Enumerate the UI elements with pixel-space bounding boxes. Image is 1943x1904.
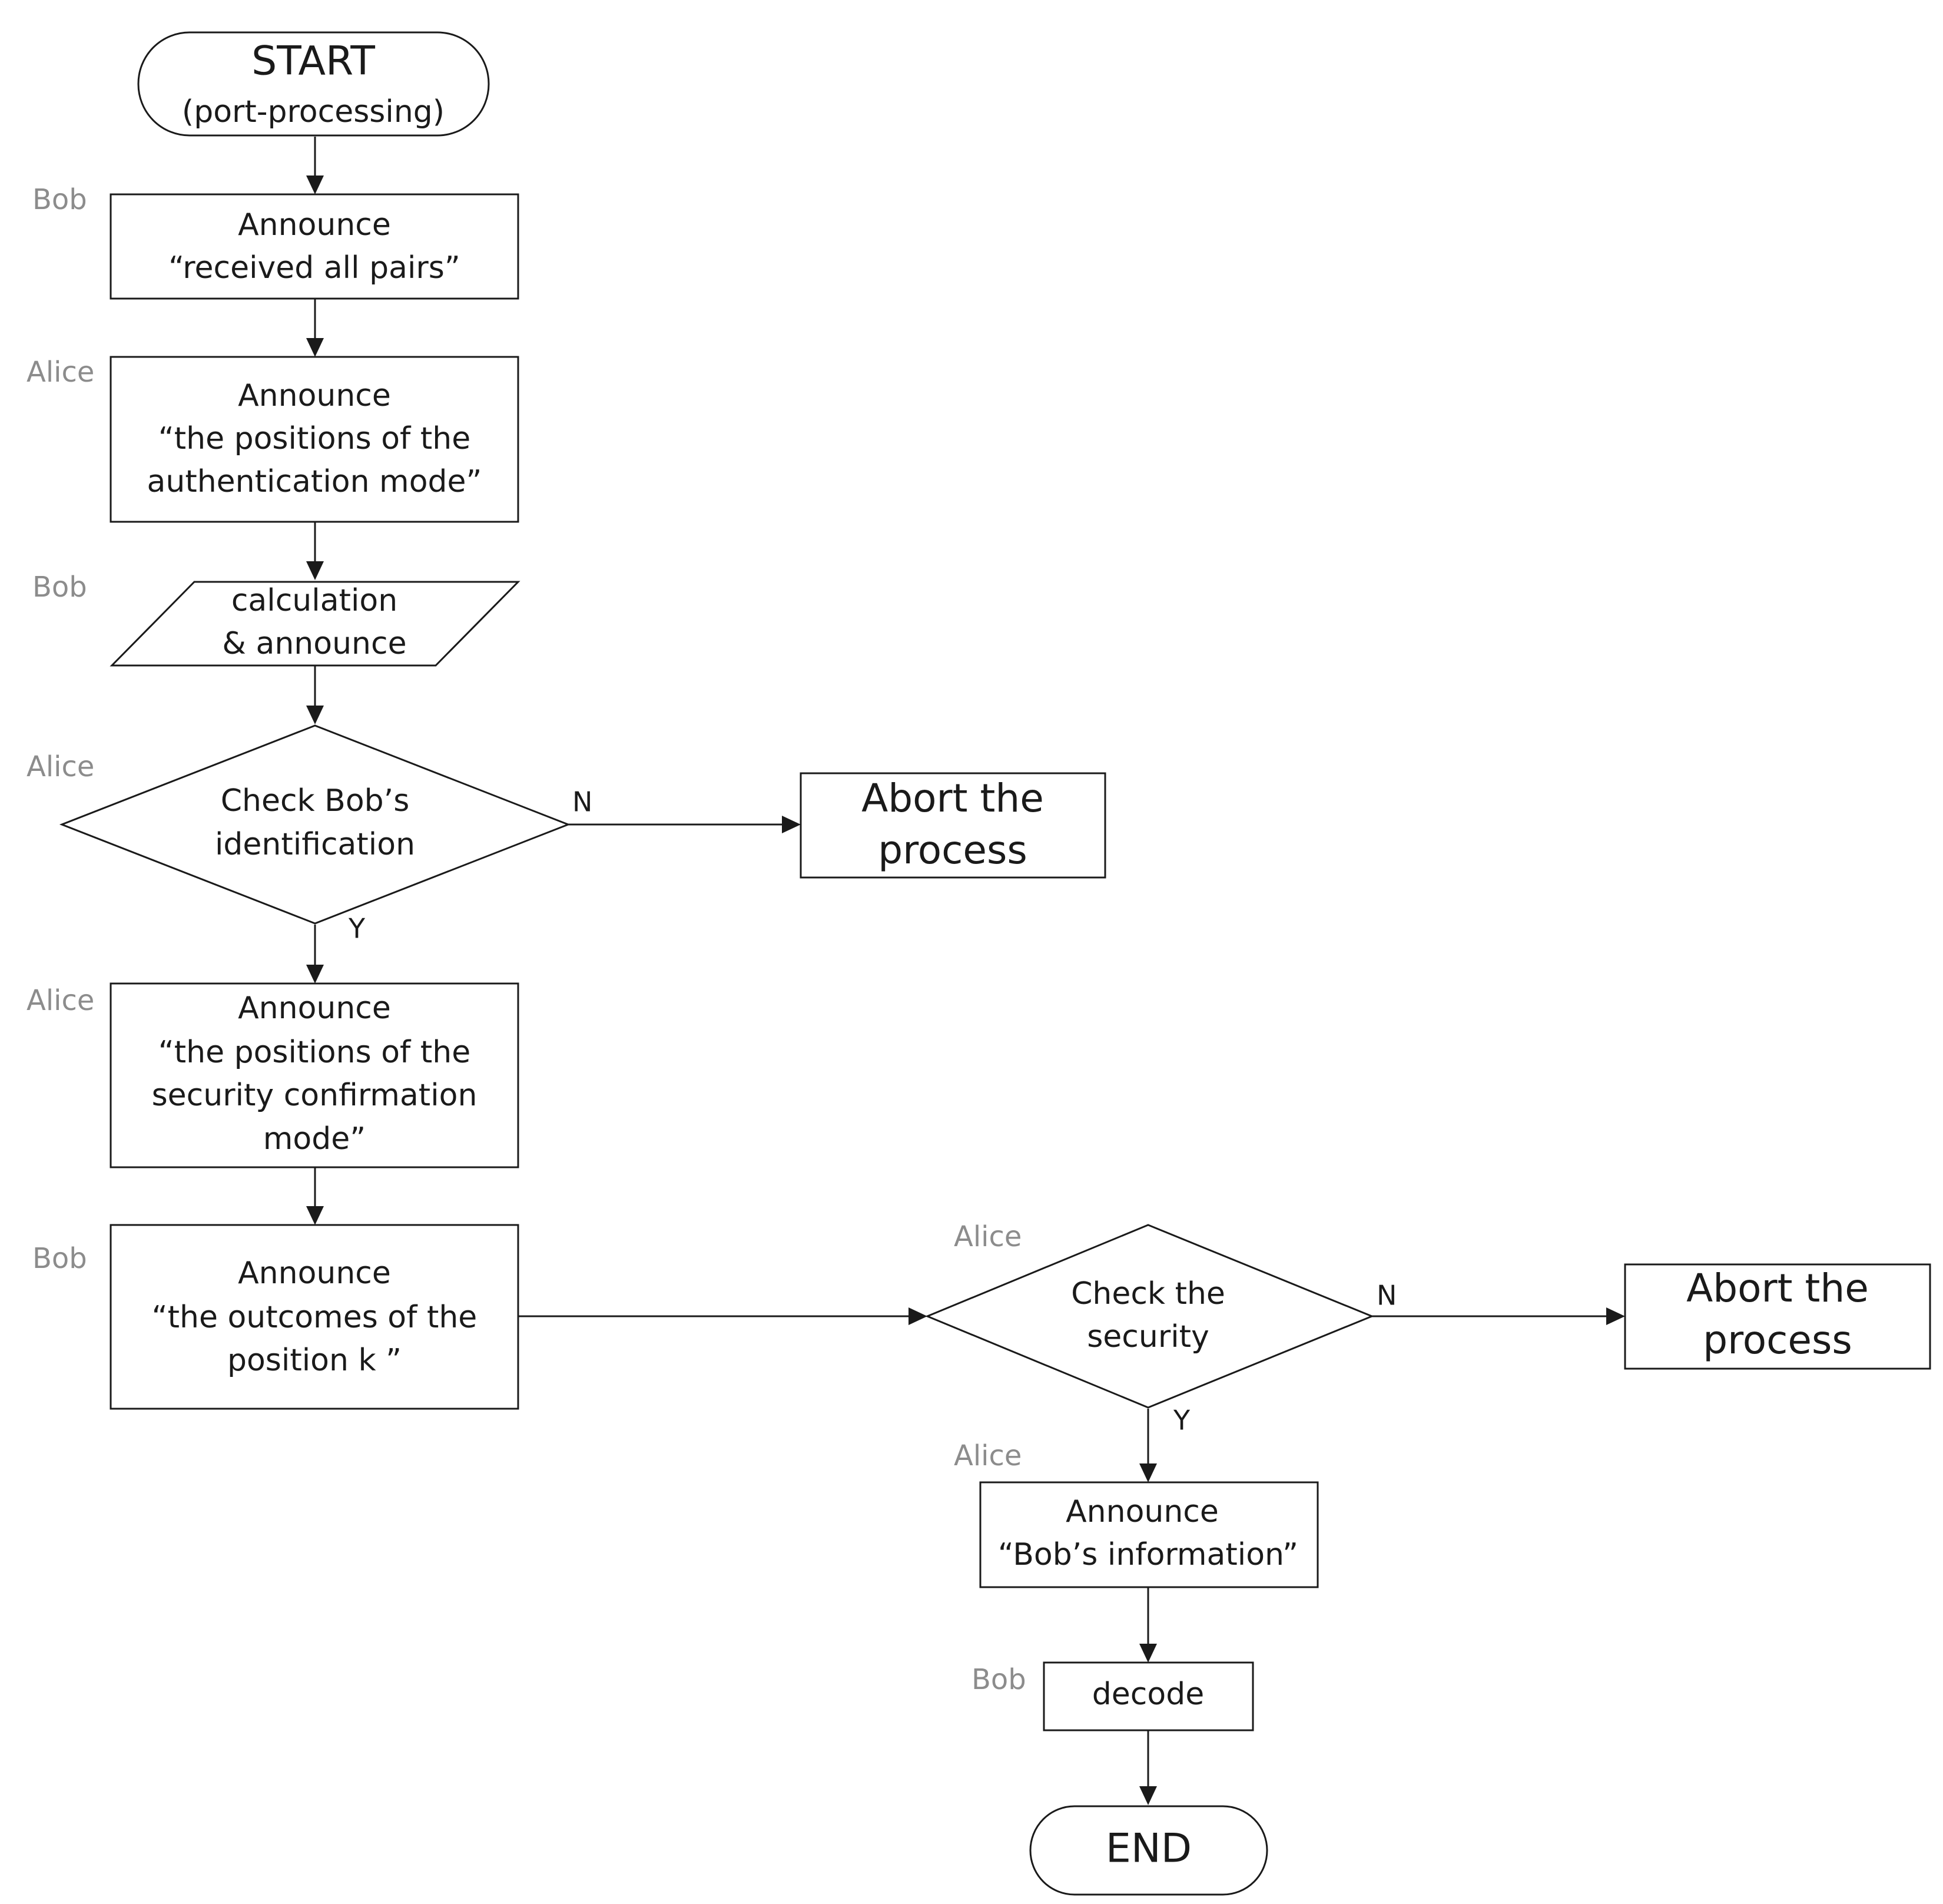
box-line: calculation (231, 583, 397, 618)
end-terminal: END (1029, 1805, 1268, 1896)
check-security-decision: Check the security (925, 1224, 1374, 1409)
box-line: “the positions of the (158, 1035, 470, 1070)
box-line: Announce (238, 207, 391, 243)
box-line: Announce (238, 378, 391, 413)
arrow-security-yes (1139, 1409, 1157, 1482)
box-line: process (878, 827, 1027, 873)
box-line: mode” (263, 1121, 366, 1157)
actor-label-bob: Bob (32, 183, 87, 216)
box-line: security confirmation (152, 1078, 478, 1113)
box-line: Abort the (1686, 1266, 1869, 1311)
start-terminal: START (port-processing) (137, 31, 490, 137)
arrow-information-to-decode (1139, 1588, 1157, 1663)
box-line: “received all pairs” (168, 250, 460, 286)
branch-yes-label: Y (348, 913, 366, 945)
arrow-received-to-auth (306, 299, 324, 357)
arrow-outcomes-to-security-check (518, 1307, 927, 1325)
box-line: “the outcomes of the (152, 1300, 478, 1335)
arrow-decode-to-end (1139, 1731, 1157, 1805)
box-line: Announce (238, 991, 391, 1026)
box-line: authentication mode” (147, 464, 482, 499)
arrow-security-no (1372, 1307, 1625, 1325)
announce-received-pairs-box: Announce “received all pairs” (110, 193, 519, 300)
announce-auth-positions-box: Announce “the positions of the authentic… (110, 356, 519, 523)
abort-process-box: Abort the process (800, 772, 1106, 879)
start-sublabel: (port-processing) (182, 94, 445, 130)
box-line: Announce (238, 1256, 391, 1291)
announce-outcomes-box: Announce “the outcomes of the position k… (110, 1224, 519, 1410)
arrow-calculation-to-identification (306, 666, 324, 724)
actor-label-bob: Bob (971, 1663, 1026, 1696)
decision-line: identification (215, 827, 415, 862)
box-line: “Bob’s information” (998, 1537, 1298, 1572)
actor-label-alice: Alice (954, 1220, 1022, 1253)
actor-label-alice: Alice (26, 750, 94, 783)
decision-line: Check Bob’s (221, 783, 410, 819)
arrow-start-to-received (306, 137, 324, 194)
check-identification-decision: Check Bob’s identification (59, 724, 571, 925)
arrow-identification-no (568, 816, 801, 833)
actor-label-alice: Alice (954, 1439, 1022, 1472)
arrow-security-to-outcomes (306, 1168, 324, 1225)
announce-bob-information-box: Announce “Bob’s information” (979, 1481, 1319, 1588)
arrow-identification-yes (306, 925, 324, 984)
actor-label-alice: Alice (26, 356, 94, 389)
actor-label-bob: Bob (32, 1242, 87, 1275)
branch-yes-label: Y (1173, 1405, 1191, 1436)
announce-security-positions-box: Announce “the positions of the security … (110, 982, 519, 1168)
start-label: START (251, 38, 375, 85)
actor-label-alice: Alice (26, 984, 94, 1017)
branch-no-label: N (572, 786, 592, 818)
box-line: process (1703, 1317, 1852, 1363)
arrow-auth-to-calculation (306, 522, 324, 580)
branch-no-label: N (1377, 1280, 1397, 1312)
end-label: END (1106, 1826, 1192, 1872)
actor-label-bob: Bob (32, 571, 87, 604)
box-line: decode (1092, 1677, 1204, 1712)
calculation-announce-parallelogram: calculation & announce (110, 581, 520, 667)
decision-line: Check the (1071, 1276, 1225, 1312)
box-line: & announce (222, 626, 406, 661)
box-line: position k ” (227, 1343, 402, 1378)
decision-line: security (1087, 1319, 1209, 1355)
box-line: “the positions of the (158, 421, 470, 456)
box-line: Announce (1066, 1494, 1219, 1529)
box-line: Abort the (861, 776, 1044, 821)
decode-box: decode (1043, 1661, 1254, 1731)
abort-process-box: Abort the process (1624, 1263, 1931, 1370)
